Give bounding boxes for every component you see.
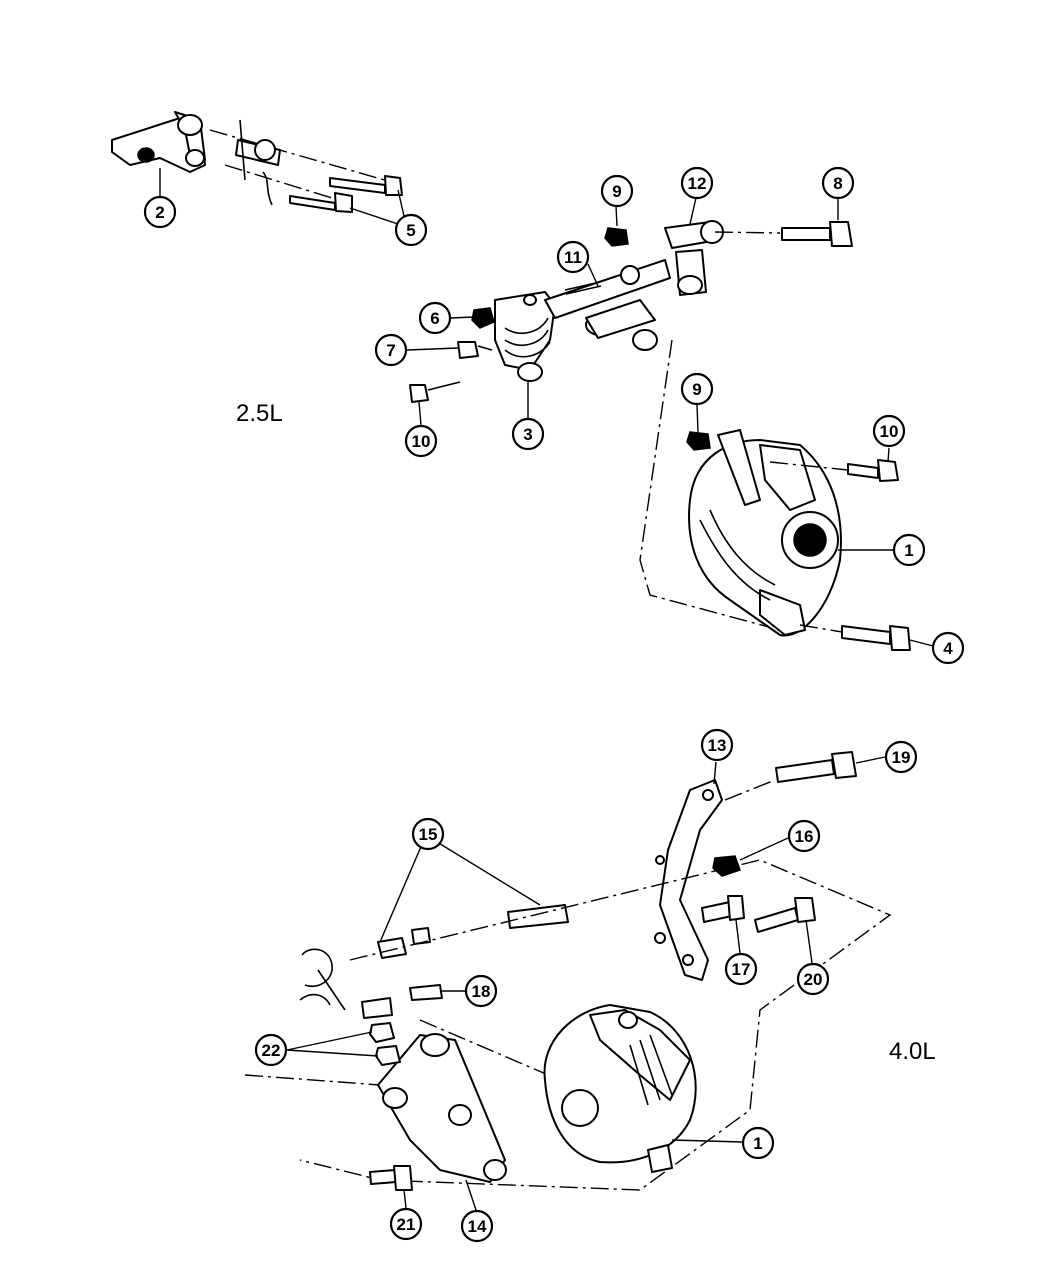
nut-part-9-lower	[686, 431, 711, 451]
svg-text:7: 7	[386, 341, 395, 360]
svg-text:22: 22	[262, 1041, 281, 1060]
nut-part-9-upper	[604, 227, 629, 247]
wire-harness-fragment	[299, 948, 346, 1011]
callout-13: 13	[700, 728, 734, 762]
bolt-part-4	[799, 624, 911, 651]
alternator-lower	[543, 1004, 697, 1173]
svg-text:9: 9	[692, 380, 701, 399]
callout-2: 2	[143, 195, 177, 229]
svg-text:20: 20	[804, 970, 823, 989]
svg-text:21: 21	[397, 1215, 416, 1234]
bolt-part-7	[457, 341, 493, 359]
svg-text:13: 13	[708, 736, 727, 755]
bracket-part-3	[494, 291, 556, 382]
callout-7: 7	[374, 333, 408, 367]
svg-text:12: 12	[688, 174, 707, 193]
stud-part-18	[409, 984, 443, 1001]
svg-text:14: 14	[468, 1217, 487, 1236]
svg-text:1: 1	[753, 1134, 762, 1153]
bolt-part-8	[714, 221, 853, 247]
callout-4: 4	[931, 631, 965, 665]
bracket-part-2	[111, 111, 206, 173]
svg-text:8: 8	[833, 174, 842, 193]
nut-part-6	[471, 307, 495, 329]
bolt-part-10-upper	[409, 381, 461, 403]
upper-assembly-2-5l	[111, 111, 911, 651]
lower-assembly-4-0l	[244, 751, 892, 1191]
bracket-part-14	[361, 997, 507, 1183]
svg-text:17: 17	[732, 960, 751, 979]
bolt-part-21	[369, 1165, 413, 1191]
callout-17: 17	[724, 952, 758, 986]
bolt-part-19	[724, 751, 857, 801]
svg-text:3: 3	[523, 425, 532, 444]
svg-text:19: 19	[892, 748, 911, 767]
alternator-upper	[639, 339, 842, 637]
callout-9-upper: 9	[600, 174, 634, 208]
svg-text:1: 1	[904, 541, 913, 560]
callout-22: 22	[254, 1033, 288, 1067]
nut-part-16	[712, 855, 741, 877]
stud-part-15	[377, 904, 569, 959]
engine-label-2-5l: 2.5L	[236, 400, 283, 427]
callout-15: 15	[411, 817, 445, 851]
callout-8: 8	[821, 166, 855, 200]
callout-3: 3	[511, 417, 545, 451]
callout-10-upper: 10	[404, 424, 438, 458]
callout-20: 20	[796, 962, 830, 996]
callout-6: 6	[418, 301, 452, 335]
svg-text:4: 4	[943, 639, 953, 658]
callout-19: 19	[884, 740, 918, 774]
svg-text:16: 16	[795, 827, 814, 846]
callout-9-lower: 9	[680, 372, 714, 406]
callout-14: 14	[460, 1209, 494, 1243]
callout-5: 5	[394, 213, 428, 247]
svg-text:5: 5	[406, 221, 415, 240]
svg-text:15: 15	[419, 825, 438, 844]
svg-text:2: 2	[155, 203, 164, 222]
svg-text:10: 10	[880, 422, 899, 441]
svg-text:18: 18	[472, 982, 491, 1001]
callout-1-upper: 1	[892, 533, 926, 567]
callout-1-lower: 1	[741, 1126, 775, 1160]
svg-text:10: 10	[412, 432, 431, 451]
callout-10-lower: 10	[872, 414, 906, 448]
bolt-part-11	[564, 281, 602, 295]
leader-lines	[159, 168, 934, 1211]
bolt-part-20	[754, 897, 816, 933]
engine-label-4-0l: 4.0L	[889, 1038, 936, 1065]
callout-12: 12	[680, 166, 714, 200]
bracket-part-13	[654, 779, 723, 981]
callout-21: 21	[389, 1207, 423, 1241]
bolt-part-17	[701, 895, 745, 923]
callout-11: 11	[556, 240, 590, 274]
dashed-mounting-outline	[244, 859, 892, 1191]
callout-18: 18	[464, 974, 498, 1008]
svg-text:6: 6	[430, 309, 439, 328]
bar-and-spacers	[544, 220, 724, 351]
nut-part-22	[369, 1022, 401, 1066]
bolt-part-10-lower	[769, 459, 899, 482]
svg-text:9: 9	[612, 182, 621, 201]
bolt-part-5	[209, 119, 403, 213]
callout-16: 16	[787, 819, 821, 853]
svg-text:11: 11	[564, 248, 582, 267]
